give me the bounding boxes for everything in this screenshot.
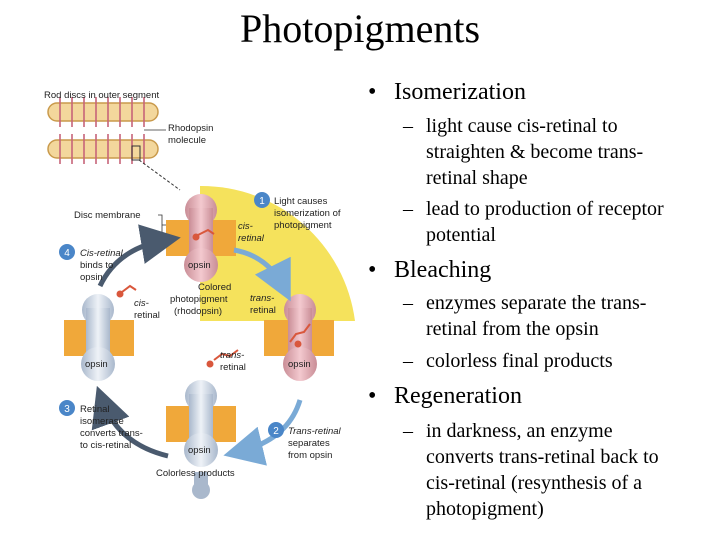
sub-glyph: –	[403, 292, 413, 314]
colored-pigment-label3: (rhodopsin)	[174, 306, 222, 317]
opsin-bottom-label: opsin	[188, 445, 211, 456]
bullet-text: Bleaching	[394, 257, 492, 283]
colored-pigment-label2: photopigment	[170, 294, 228, 305]
cis-retinal-left-label1: cis-	[134, 298, 149, 309]
rhodopsin-label-line2: molecule	[168, 135, 206, 146]
cis-retinal-left	[121, 284, 137, 293]
colored-pigment-label1: Colored	[198, 282, 231, 293]
opsin-left	[81, 294, 115, 381]
step1-line3: photopigment	[274, 220, 332, 231]
step4-line3: opsin	[80, 272, 103, 283]
cis-retinal-top	[197, 228, 215, 236]
step1-line2: isomerization of	[274, 208, 341, 219]
step3-badge	[59, 400, 75, 416]
step3-line4: to cis-retinal	[80, 440, 131, 451]
arrow-step1	[233, 247, 291, 302]
opsin-left-label: opsin	[85, 359, 108, 370]
colorless-products-label: Colorless products	[156, 468, 235, 479]
rod-discs	[47, 97, 181, 191]
step1-badge	[254, 192, 270, 208]
rhodopsin-label-line1: Rhodopsin	[168, 123, 213, 134]
sub-text: colorless final products	[426, 350, 613, 372]
cis-retinal-top-label1: cis-	[238, 221, 253, 232]
sub-text: lead to production of receptor potential	[426, 198, 664, 246]
bullet-glyph: •	[368, 383, 377, 409]
step3-num: 3	[64, 404, 70, 415]
slide-title: Photopigments	[239, 6, 481, 51]
trans-retinal-right-label1: trans-	[250, 293, 274, 304]
bullet-text: Regeneration	[394, 383, 522, 409]
bullet-text: Isomerization	[394, 79, 526, 105]
trans-retinal-right	[289, 323, 311, 343]
rod-discs-label: Rod discs in outer segment	[44, 90, 159, 101]
trans-retinal-free-label1: trans-	[220, 350, 244, 361]
cis-retinal-top-label2: retinal	[238, 233, 265, 244]
opsin-bottom	[184, 380, 218, 499]
step3-line2: isomerase	[80, 416, 124, 427]
step2-badge	[268, 422, 284, 438]
step1-num: 1	[259, 196, 265, 207]
arrow-step4	[97, 224, 181, 288]
step2-line2: separates	[288, 438, 330, 449]
trans-retinal-right-label2: retinal	[250, 305, 276, 316]
opsin-right	[283, 294, 317, 381]
trans-retinal-free-label2: retinal	[220, 362, 246, 373]
sub-glyph: –	[403, 115, 413, 137]
sub-glyph: –	[403, 420, 413, 442]
photopigment-cycle-diagram: Rod discs in outer segment Rhodopsin mol…	[44, 90, 355, 499]
step4-line1: Cis-retinal	[80, 248, 124, 259]
trans-retinal-free	[213, 349, 239, 361]
sub-glyph: –	[403, 350, 413, 372]
bullet-glyph: •	[368, 79, 377, 105]
opsin-top	[184, 194, 218, 282]
step2-num: 2	[273, 426, 279, 437]
step4-line2: binds to	[80, 260, 113, 271]
step1-line1: Light causes	[274, 196, 328, 207]
cis-retinal-left-label2: retinal	[134, 310, 160, 321]
sub-text: enzymes separate the trans- retinal from…	[426, 292, 647, 340]
arrow-step3	[91, 385, 169, 459]
opsin-top-label: opsin	[188, 260, 211, 271]
disc-membrane-label: Disc membrane	[74, 210, 141, 221]
step2-line1: Trans-retinal	[288, 426, 342, 437]
step4-num: 4	[64, 248, 70, 259]
sub-text: in darkness, an enzyme converts trans-re…	[426, 420, 659, 520]
step4-badge	[59, 244, 75, 260]
light-wedge	[200, 185, 355, 321]
opsin-right-label: opsin	[288, 359, 311, 370]
sub-text: light cause cis-retinal to straighten & …	[426, 115, 644, 189]
step3-line3: converts trans-	[80, 428, 143, 439]
sub-glyph: –	[403, 198, 413, 220]
step2-line3: from opsin	[288, 450, 332, 461]
bullet-glyph: •	[368, 257, 377, 283]
step3-line1: Retinal	[80, 404, 110, 415]
